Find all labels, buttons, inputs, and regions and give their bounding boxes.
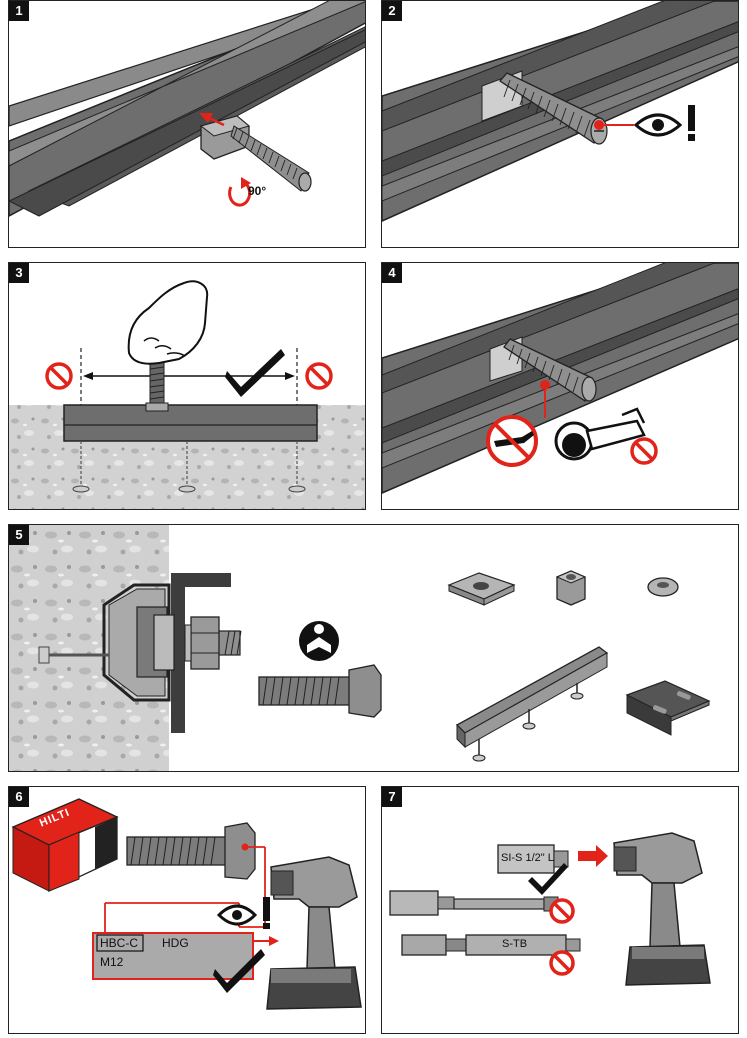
bolt-marking-illustration [382,1,738,222]
step-number: 1 [9,1,29,21]
checkmark-icon [528,863,568,895]
step-2-panel: 2 [381,0,739,248]
socket-selection-illustration [389,832,711,986]
step-number: 5 [9,525,29,545]
step-7-panel: 7 SI-S 1/ [381,786,739,1034]
step-6-panel: 6 [8,786,366,1034]
checkmark-icon [213,949,265,993]
no-cutting-icon [554,407,658,465]
label-size: M12 [100,955,124,969]
step-number: 4 [382,263,402,283]
exclamation-icon [688,105,695,141]
t-bolt [199,115,312,192]
step-number: 3 [9,263,29,283]
rotate-arrow-icon [228,177,252,207]
components-overview-illustration [9,525,711,771]
checkmark-icon [225,349,285,397]
push-arrow-icon [199,113,225,127]
hand-illustration [127,280,209,365]
label-code: HBC-C [100,936,138,950]
verify-marking-illustration [11,798,362,1010]
step-5-panel: 5 [8,524,739,772]
position-range-illustration [9,280,365,509]
prohibited-icon [549,950,575,976]
socket-label: SI-S 1/2" L [501,852,554,864]
step-4-panel: 4 [381,262,739,510]
eye-icon [216,904,258,926]
no-weld-cut-illustration [382,263,738,494]
exclamation-icon [263,897,270,929]
rotation-label: 90° [248,184,267,198]
tool-label: S-TB [502,938,528,950]
impact-wrench-icon [613,832,711,986]
label-finish: HDG [162,936,189,950]
read-manual-icon [299,621,339,661]
rail-insert-illustration [9,1,365,217]
impact-wrench-icon [266,856,362,1010]
step-3-panel: 3 [8,262,366,510]
step-number: 6 [9,787,29,807]
step-1-panel: 1 [8,0,366,248]
prohibited-icon [305,362,333,390]
no-welding-icon [486,415,538,467]
prohibited-icon [549,898,575,924]
prohibited-icon [45,362,73,390]
step-number: 7 [382,787,402,807]
step-number: 2 [382,1,402,21]
eye-icon [633,113,683,137]
